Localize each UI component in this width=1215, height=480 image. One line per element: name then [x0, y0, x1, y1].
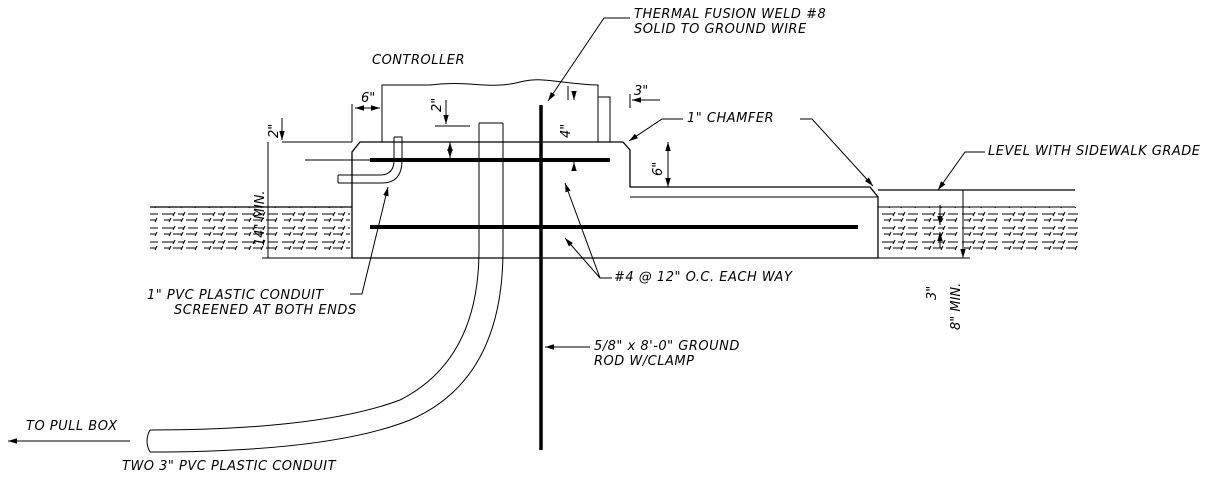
- ground-rod-label-1: 5/8" x 8'-0" GROUND: [594, 339, 740, 354]
- dim-6-right-text: 6": [651, 161, 666, 176]
- pvc-1in-conduit-outer: [338, 136, 403, 184]
- controller-outline: [381, 79, 599, 142]
- rebar-label: #4 @ 12" O.C. EACH WAY: [614, 270, 793, 285]
- dim-3-top-text: 3": [634, 84, 649, 99]
- dim-3-bottom-text: 3": [925, 285, 940, 300]
- thermal-weld-leader: [547, 17, 630, 102]
- dim-4-text: 4": [559, 123, 574, 138]
- controller-flange: [598, 96, 611, 142]
- thermal-weld-label-2: SOLID TO GROUND WIRE: [634, 22, 807, 37]
- soil-hatch-right: [880, 207, 1080, 254]
- thermal-weld-label-1: THERMAL FUSION WELD #8: [634, 7, 827, 22]
- controller-label: CONTROLLER: [372, 53, 465, 68]
- chamfer-leader-left: [628, 118, 683, 142]
- concrete-pad-outline: [351, 141, 879, 259]
- conduit-3in-inner: [149, 123, 480, 431]
- dim-2-top-text: 2": [430, 97, 445, 112]
- conduit-3in-outer: [149, 123, 504, 453]
- pvc-conduit-label-1: 1" PVC PLASTIC CONDUIT: [147, 288, 324, 303]
- pvc-conduit-label-2: SCREENED AT BOTH ENDS: [174, 303, 357, 318]
- dim-2-left-text: 2": [267, 123, 282, 138]
- dim-14-text: 14" MIN.: [253, 190, 268, 246]
- rebar-leader-upper: [564, 182, 612, 279]
- pvc-leader: [350, 186, 389, 295]
- soil-hatch-left: [150, 207, 350, 254]
- conduit-3in-break: [146, 429, 151, 453]
- dim-8-text: 8" MIN.: [949, 282, 964, 330]
- rebar-leader-lower: [564, 237, 601, 279]
- pvc-1in-conduit-inner: [338, 137, 395, 176]
- sidewalk-grade-label: LEVEL WITH SIDEWALK GRADE: [988, 144, 1201, 159]
- pull-box-label: TO PULL BOX: [26, 419, 118, 434]
- two-conduit-label: TWO 3" PVC PLASTIC CONDUIT: [122, 459, 337, 474]
- dim-6-top-text: 6": [361, 91, 376, 106]
- chamfer-leader-right: [800, 118, 874, 187]
- ground-rod-label-2: ROD W/CLAMP: [594, 354, 695, 369]
- sidewalk-leader: [937, 151, 985, 191]
- chamfer-label: 1" CHAMFER: [687, 111, 775, 126]
